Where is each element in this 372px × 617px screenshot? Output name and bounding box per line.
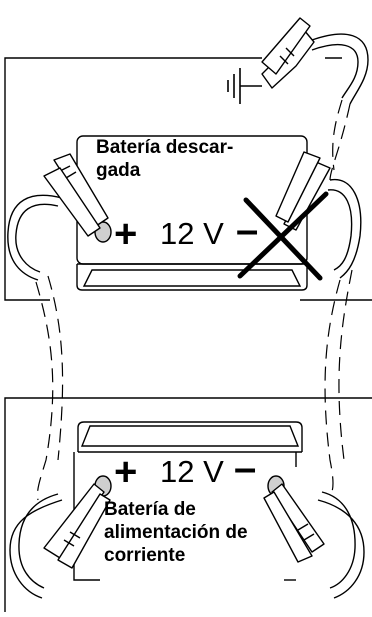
discharged-battery-label: Batería descar- gada <box>96 137 234 182</box>
jumper-clamp-icon <box>43 17 331 569</box>
top-plus-sign: + <box>114 212 138 256</box>
top-minus-sign: – <box>236 208 259 252</box>
bottom-minus-sign: – <box>234 446 257 490</box>
supply-battery-label: Batería de alimentación de corriente <box>104 499 248 567</box>
supply-battery <box>73 421 303 581</box>
bottom-plus-sign: + <box>114 450 138 494</box>
ground-symbol-icon <box>227 68 262 104</box>
dashed-cable-runs <box>35 99 353 501</box>
cable-icon <box>7 33 369 599</box>
top-vehicle-frame <box>4 57 372 301</box>
forbidden-x-icon <box>237 191 329 281</box>
top-voltage-label: 12 V <box>160 216 224 251</box>
bottom-vehicle-frame <box>4 397 372 612</box>
bottom-voltage-label: 12 V <box>160 454 224 489</box>
